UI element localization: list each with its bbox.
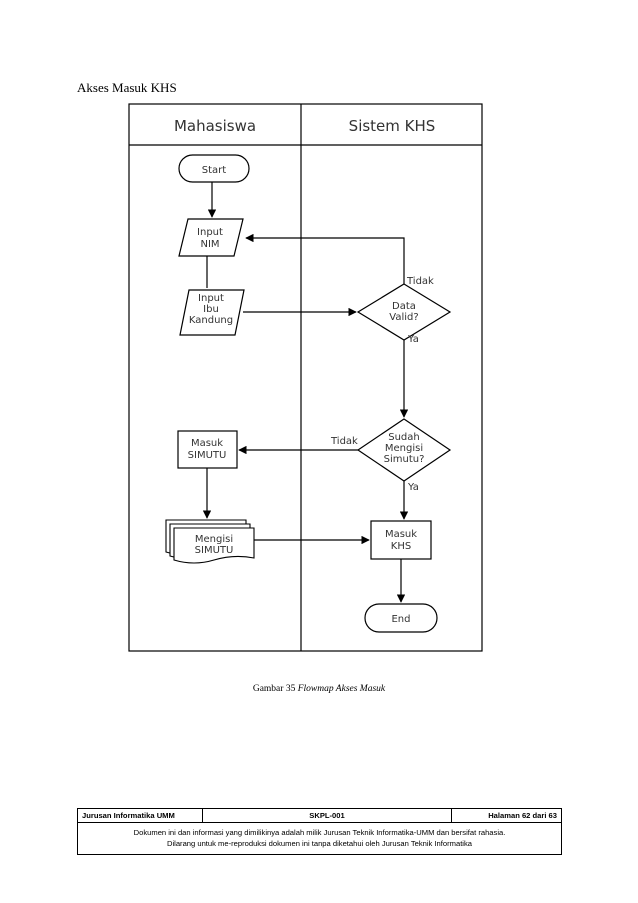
mengisi-simutu-label-1: Mengisi xyxy=(195,534,233,545)
input-nim-label-1: Input xyxy=(197,227,223,238)
masuk-simutu-label-1: Masuk xyxy=(191,438,223,449)
input-ibu-label-1: Input xyxy=(198,293,224,304)
edge-label-tidak-2: Tidak xyxy=(330,436,358,447)
sudah-label-2: Mengisi xyxy=(385,443,423,454)
footer-page-number: Halaman 62 dari 63 xyxy=(488,811,557,820)
end-label: End xyxy=(391,614,410,625)
edge-label-ya-2: Ya xyxy=(407,482,419,493)
input-nim-label-2: NIM xyxy=(200,239,219,250)
lane-mahasiswa: Mahasiswa xyxy=(174,117,256,135)
footer-doc-code: SKPL-001 xyxy=(203,809,452,822)
caption-prefix: Gambar 35 xyxy=(252,684,298,694)
input-ibu-label-3: Kandung xyxy=(189,315,233,326)
start-terminator xyxy=(178,154,250,183)
figure-caption: Gambar 35 Flowmap Akses Masuk xyxy=(0,684,638,694)
data-valid-label-1: Data xyxy=(392,301,416,312)
start-label: Start xyxy=(202,165,227,176)
footer-notice-1: Dokumen ini dan informasi yang dimilikin… xyxy=(133,828,506,837)
input-ibu-label-2: Ibu xyxy=(203,304,219,315)
lane-sistem-khs: Sistem KHS xyxy=(349,117,436,135)
caption-title: Flowmap Akses Masuk xyxy=(297,684,386,694)
masuk-khs-process xyxy=(370,520,432,560)
footer-notice-2: Dilarang untuk me-reproduksi dokumen ini… xyxy=(166,839,473,848)
section-heading: Akses Masuk KHS xyxy=(77,80,177,95)
sudah-label-1: Sudah xyxy=(388,432,420,443)
edge-label-ya-1: Ya xyxy=(407,334,419,345)
arrow-tidak-to-nim xyxy=(245,233,405,284)
edge-label-tidak-1: Tidak xyxy=(406,276,434,287)
masuk-khs-label-1: Masuk xyxy=(385,529,417,540)
sudah-label-3: Simutu? xyxy=(384,454,425,465)
end-terminator xyxy=(364,603,438,633)
data-valid-label-2: Valid? xyxy=(389,312,418,323)
mengisi-simutu-multidocument xyxy=(165,519,255,564)
input-ibu-kandung-parallelogram xyxy=(179,289,245,336)
document-footer: Jurusan Informatika UMM SKPL-001 Halaman… xyxy=(77,808,562,855)
masuk-khs-label-2: KHS xyxy=(391,541,411,552)
footer-department: Jurusan Informatika UMM xyxy=(78,809,203,822)
mengisi-simutu-label-2: SIMUTU xyxy=(195,545,234,556)
swimlane-frame xyxy=(128,103,483,652)
masuk-simutu-label-2: SIMUTU xyxy=(188,450,227,461)
input-nim-parallelogram xyxy=(178,218,244,257)
